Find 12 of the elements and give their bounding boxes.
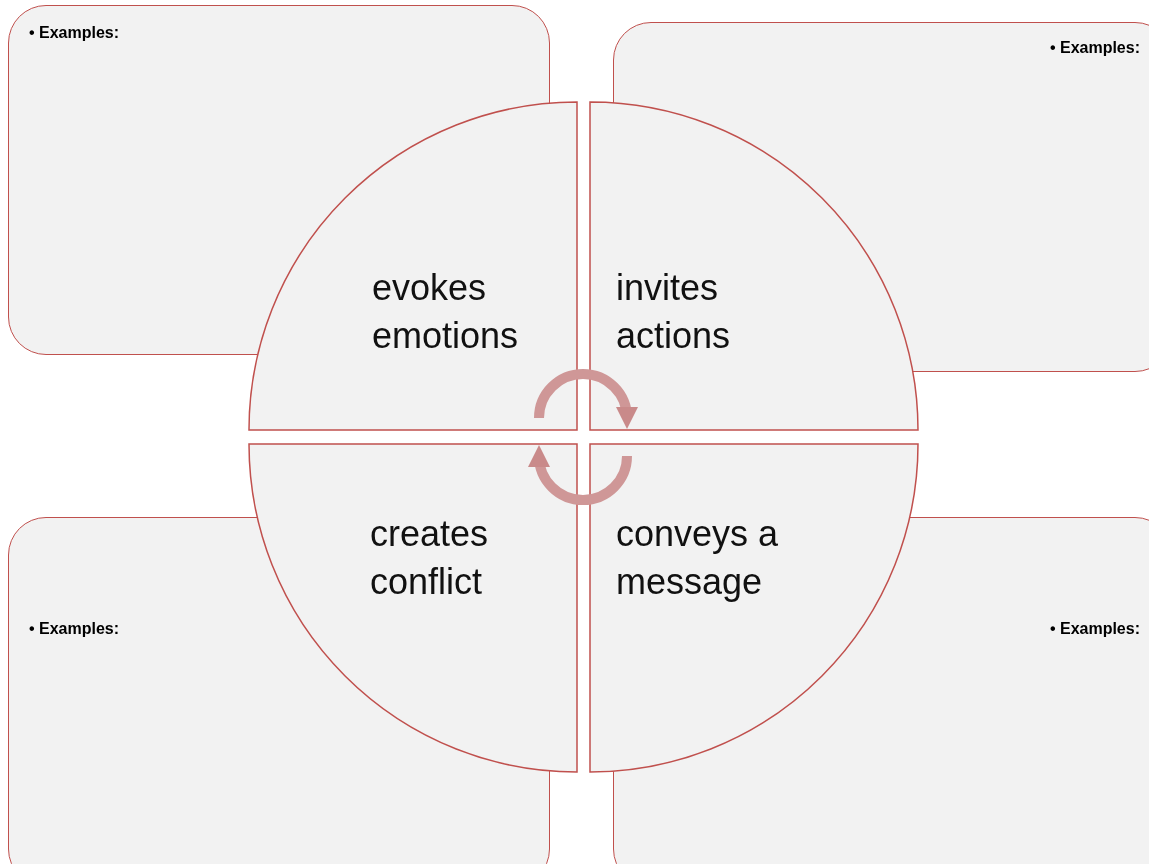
examples-heading: • Examples: [1049,39,1140,57]
quarter-circle-segment [249,102,577,430]
examples-heading: • Examples: [1049,620,1140,638]
examples-heading: • Examples: [29,24,120,42]
examples-heading: • Examples: [29,620,120,638]
quarter-circle-segment [590,444,918,772]
segment-label: creates conflict [370,512,490,604]
segment-label: invites actions [616,266,732,358]
segment-label: evokes emotions [372,266,520,358]
quarter-circle-segment [590,102,918,430]
segment-label: conveys a message [616,512,780,604]
quarter-circle-segment [249,444,577,772]
